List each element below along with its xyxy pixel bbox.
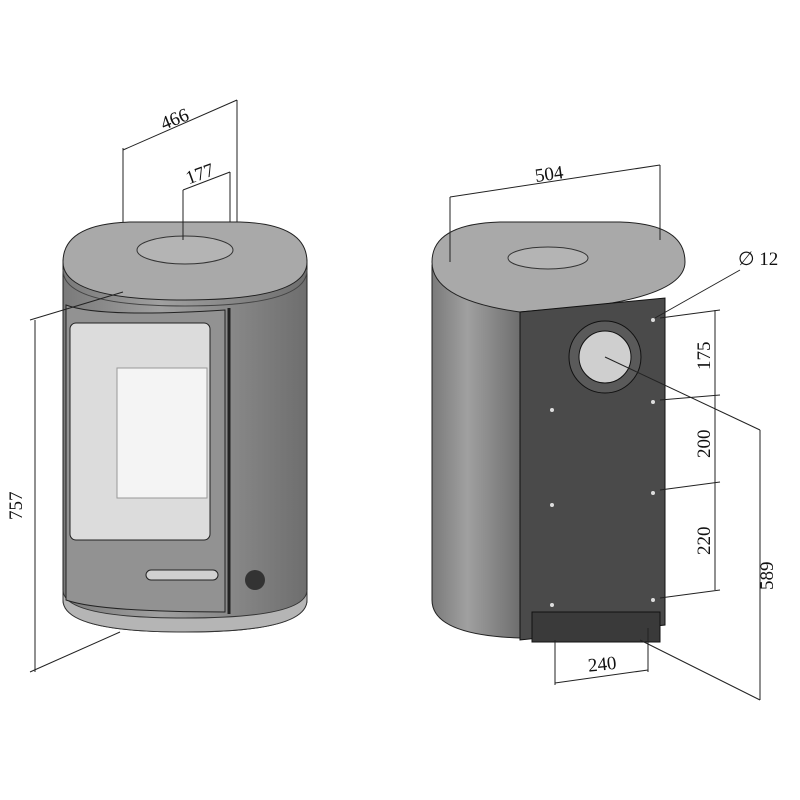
hole-diameter-label: ∅ 12: [738, 249, 778, 270]
dim-589-label: 589: [757, 562, 778, 591]
front-stove: [62, 221, 308, 633]
dim-220-label: 220: [694, 527, 715, 556]
back-stove: [431, 221, 686, 643]
front-flue-offset-label: 177: [183, 160, 217, 189]
air-control-knob: [245, 570, 265, 590]
front-width-label: 466: [158, 105, 192, 135]
dim-175-label: 175: [694, 342, 715, 371]
dimension-lines: [29, 99, 761, 701]
flue-collar-top: [136, 235, 234, 265]
front-height-label: 757: [6, 492, 27, 521]
back-width-label: 504: [534, 162, 566, 187]
door-handle: [145, 569, 219, 581]
dim-240-label: 240: [587, 653, 618, 677]
dim-200-label: 200: [694, 430, 715, 459]
